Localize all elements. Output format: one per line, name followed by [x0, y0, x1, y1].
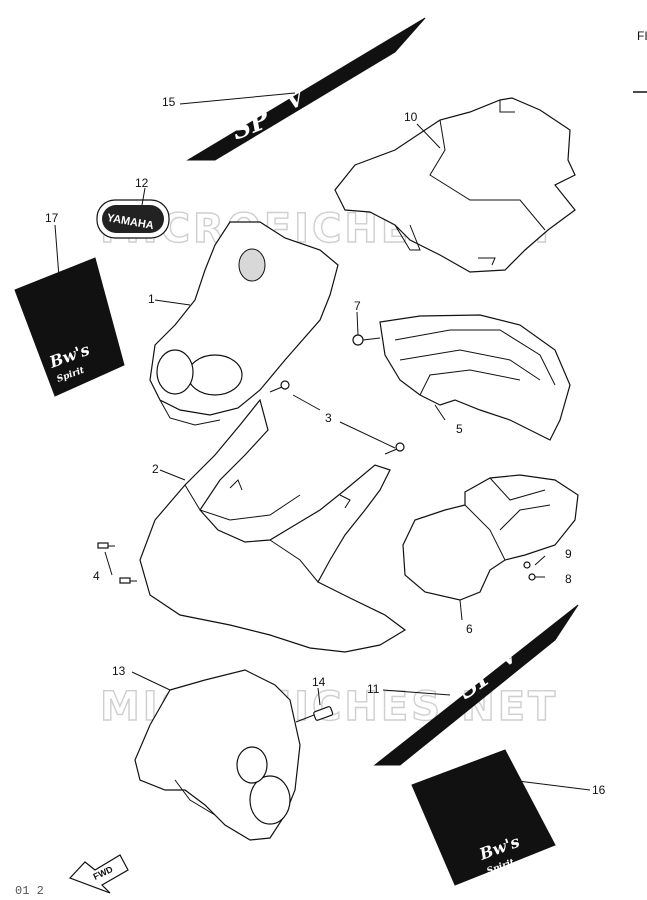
callout-4: 4: [93, 569, 100, 583]
page-code: 01 2: [15, 884, 44, 898]
callout-17: 17: [45, 211, 59, 225]
callout-numbers: 1 2 3 4 5 6 7 8 9 10 11 12 13 14 15 16 1…: [45, 95, 606, 797]
callout-10: 10: [404, 110, 418, 124]
header-corner-label: FI: [637, 29, 647, 43]
callout-7: 7: [354, 299, 361, 313]
part-10-inner-cover: [334, 97, 576, 273]
part-8-9-fasteners: [523, 561, 545, 581]
callout-6: 6: [466, 622, 473, 636]
fwd-arrow: FWD: [68, 854, 129, 894]
callout-11: 11: [367, 682, 380, 696]
part-16-bws-decal: Bw's Spirit: [411, 749, 556, 886]
callout-16: 16: [592, 783, 606, 797]
callout-1: 1: [148, 292, 155, 306]
callout-15: 15: [162, 95, 176, 109]
sp-decal-top: SP V: [186, 17, 426, 161]
part-14-bolt: [295, 706, 334, 723]
part-2-front-panel: [139, 398, 407, 653]
part-7-screw: [352, 334, 381, 346]
callout-5: 5: [456, 422, 463, 436]
callout-14: 14: [312, 675, 326, 689]
part-5-inner-panel: [379, 314, 571, 441]
part-3-screws: [269, 380, 405, 455]
yamaha-emblem: YAMAHA: [96, 199, 170, 239]
part-17-bws-decal: Bw's Spirit: [14, 257, 125, 397]
part-1-front-fairing: [149, 221, 339, 426]
callout-3: 3: [325, 411, 332, 425]
callout-2: 2: [152, 462, 159, 476]
callout-9: 9: [565, 547, 572, 561]
part-13-lower-fairing: [134, 669, 301, 841]
callout-8: 8: [565, 572, 572, 586]
callout-12: 12: [135, 176, 149, 190]
part-4-clips: [97, 542, 137, 584]
part-6-leg-shield: [402, 474, 579, 601]
callout-13: 13: [112, 664, 126, 678]
leader-lines: [54, 92, 591, 791]
